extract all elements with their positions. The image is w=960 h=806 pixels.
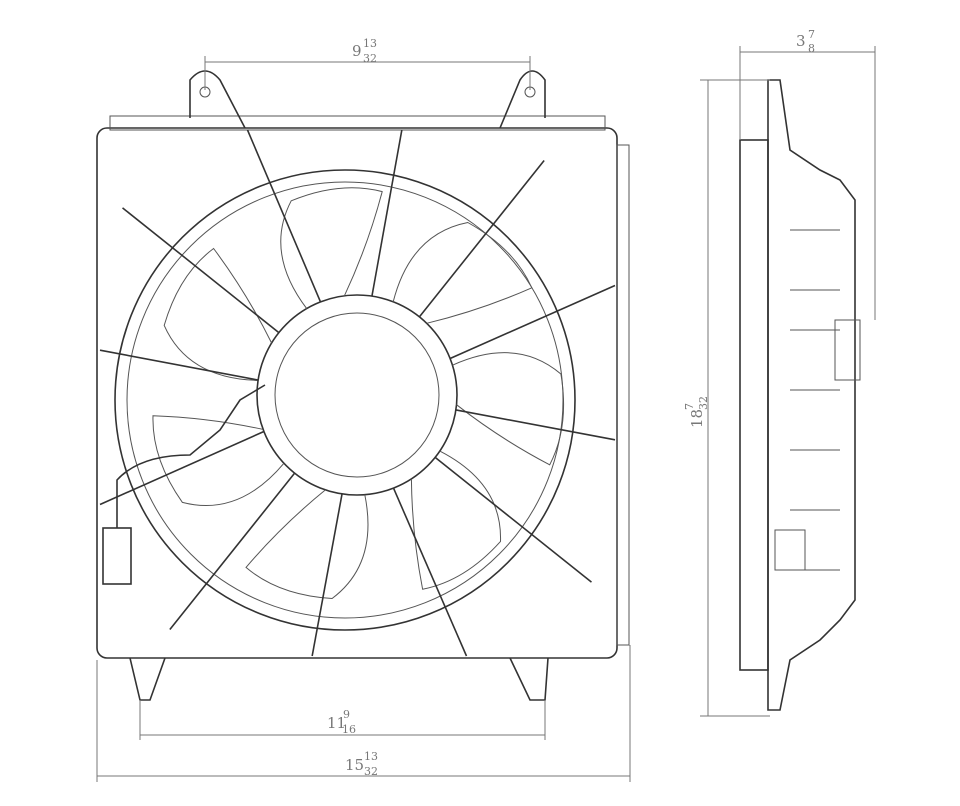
shroud-spoke <box>246 129 322 303</box>
side-shroud <box>739 139 769 671</box>
bottom-right-mount-leg <box>509 657 549 701</box>
svg-text:32: 32 <box>364 765 378 778</box>
side-fan-profile <box>767 79 856 711</box>
wire-harness <box>116 384 266 528</box>
side-view <box>739 79 861 711</box>
svg-text:8: 8 <box>808 42 815 55</box>
fan-blades <box>152 187 565 600</box>
svg-text:15: 15 <box>345 756 364 774</box>
fan-ring-inner <box>126 181 564 619</box>
shroud-spoke <box>434 456 592 583</box>
top-right-mount-ear <box>499 70 546 129</box>
side-motor <box>834 319 861 381</box>
dim-overall-width: 15 13 32 <box>345 750 378 778</box>
fan-blade <box>410 450 502 590</box>
shroud-side-flange <box>616 144 630 646</box>
svg-text:3: 3 <box>796 32 806 50</box>
dim-height: 18 7 32 <box>683 396 710 428</box>
dimension-lines <box>96 46 876 782</box>
svg-text:16: 16 <box>342 723 356 736</box>
svg-text:9: 9 <box>352 42 362 60</box>
shroud-spoke <box>449 284 616 360</box>
shroud-spoke <box>99 349 259 381</box>
shroud-spoke <box>392 487 468 657</box>
shroud-frame <box>96 127 618 659</box>
dim-top-mount-span: 9 13 32 <box>352 37 377 65</box>
dim-bottom-mount-span: 11 9 16 <box>327 708 356 736</box>
front-view <box>96 70 630 701</box>
shroud-spoke <box>311 493 343 657</box>
top-left-mount-ear <box>189 70 246 129</box>
fan-blade <box>152 415 285 506</box>
fan-blade <box>245 489 369 600</box>
svg-text:11: 11 <box>327 714 346 732</box>
svg-text:18: 18 <box>688 409 706 428</box>
svg-text:7: 7 <box>683 403 696 410</box>
svg-text:7: 7 <box>808 28 815 41</box>
fan-blade <box>280 187 383 309</box>
shroud-spokes <box>99 129 616 657</box>
fan-ring <box>114 169 576 631</box>
fan-blade <box>163 247 273 381</box>
side-ribs <box>790 229 840 571</box>
svg-text:32: 32 <box>697 396 710 410</box>
fan-blade <box>392 221 533 324</box>
dim-depth: 3 7 8 <box>796 28 815 55</box>
shroud-spoke <box>99 430 265 506</box>
motor-hub <box>274 312 440 478</box>
shroud-spoke <box>418 160 545 318</box>
svg-text:13: 13 <box>364 750 378 763</box>
shroud-spoke <box>455 409 616 441</box>
svg-text:13: 13 <box>363 37 377 50</box>
shroud-top-lip <box>109 115 606 131</box>
shroud-spoke <box>169 472 296 630</box>
shroud-spoke <box>371 129 403 297</box>
shroud-spoke <box>122 207 280 334</box>
svg-text:32: 32 <box>363 52 377 65</box>
svg-text:9: 9 <box>343 708 350 721</box>
electrical-connector <box>102 527 132 585</box>
side-connector <box>774 529 806 571</box>
fan-blade <box>452 352 565 466</box>
bottom-left-mount-leg <box>129 657 166 701</box>
motor-hub-ring <box>256 294 458 496</box>
